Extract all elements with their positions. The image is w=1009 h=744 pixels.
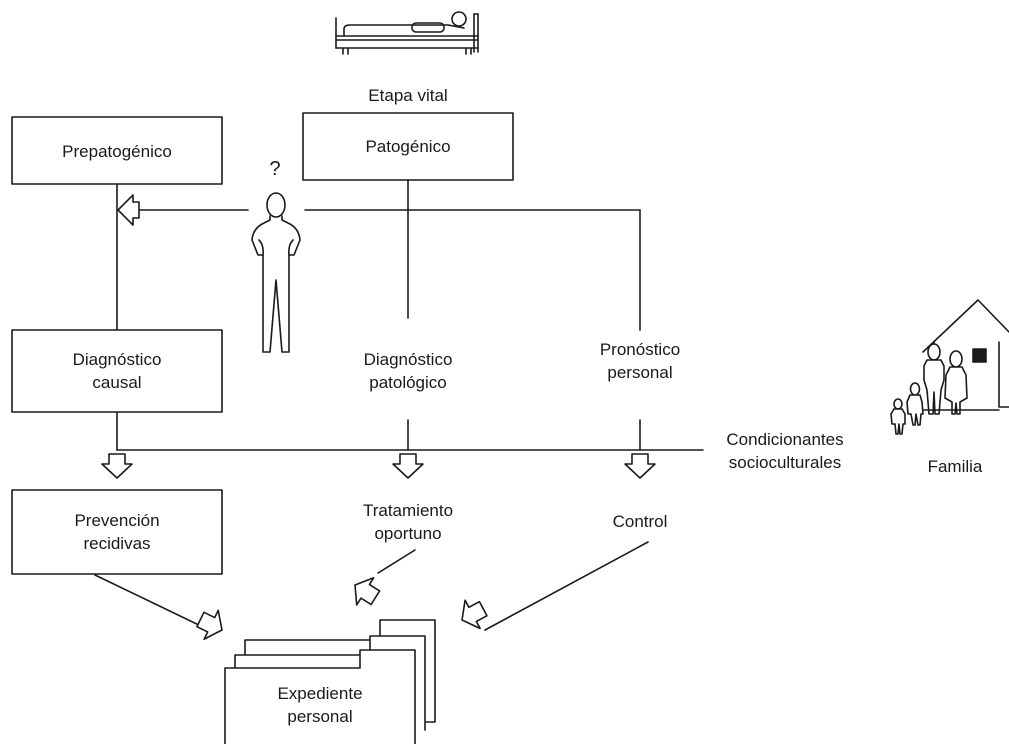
arrow-left-icon <box>117 194 140 226</box>
label-control: Control <box>612 512 668 531</box>
label-familia: Familia <box>927 457 983 476</box>
label-expediente-personal: Expediente personal <box>277 684 363 726</box>
label-diagnostico-causal: Diagnóstico causal <box>72 350 162 392</box>
line-prevencion-to-expediente <box>94 574 206 629</box>
label-pronostico-personal: Pronóstico personal <box>599 340 681 382</box>
label-prepatogenico: Prepatogénico <box>62 142 172 161</box>
standing-person-icon <box>251 192 301 353</box>
arrow-down-icon <box>101 453 133 479</box>
label-etapa-vital: Etapa vital <box>368 86 448 105</box>
label-tratamiento-oportuno: Tratamiento oportuno <box>362 501 454 543</box>
arrow-down-icon <box>624 453 656 479</box>
label-question-mark: ? <box>269 158 281 180</box>
file-folder-icon <box>224 619 436 744</box>
label-diagnostico-patologico: Diagnóstico patológico <box>363 350 453 392</box>
line-control-to-expediente <box>484 541 649 631</box>
box-prevencion-recidivas <box>11 489 223 575</box>
family-and-house-icon <box>890 299 1009 435</box>
arrow-down-icon <box>392 453 424 479</box>
line-tratamiento-to-expediente <box>377 549 416 574</box>
label-condicionantes-socioculturales: Condicionantes socioculturales <box>726 430 844 472</box>
patient-in-bed-icon <box>335 11 479 55</box>
label-prevencion-recidivas: Prevención recidivas <box>74 511 160 553</box>
arrow-diagonal-icon <box>461 599 488 630</box>
label-patogenico: Patogénico <box>365 137 451 156</box>
arrow-diagonal-icon <box>354 576 381 606</box>
arrow-diagonal-icon <box>196 609 223 640</box>
